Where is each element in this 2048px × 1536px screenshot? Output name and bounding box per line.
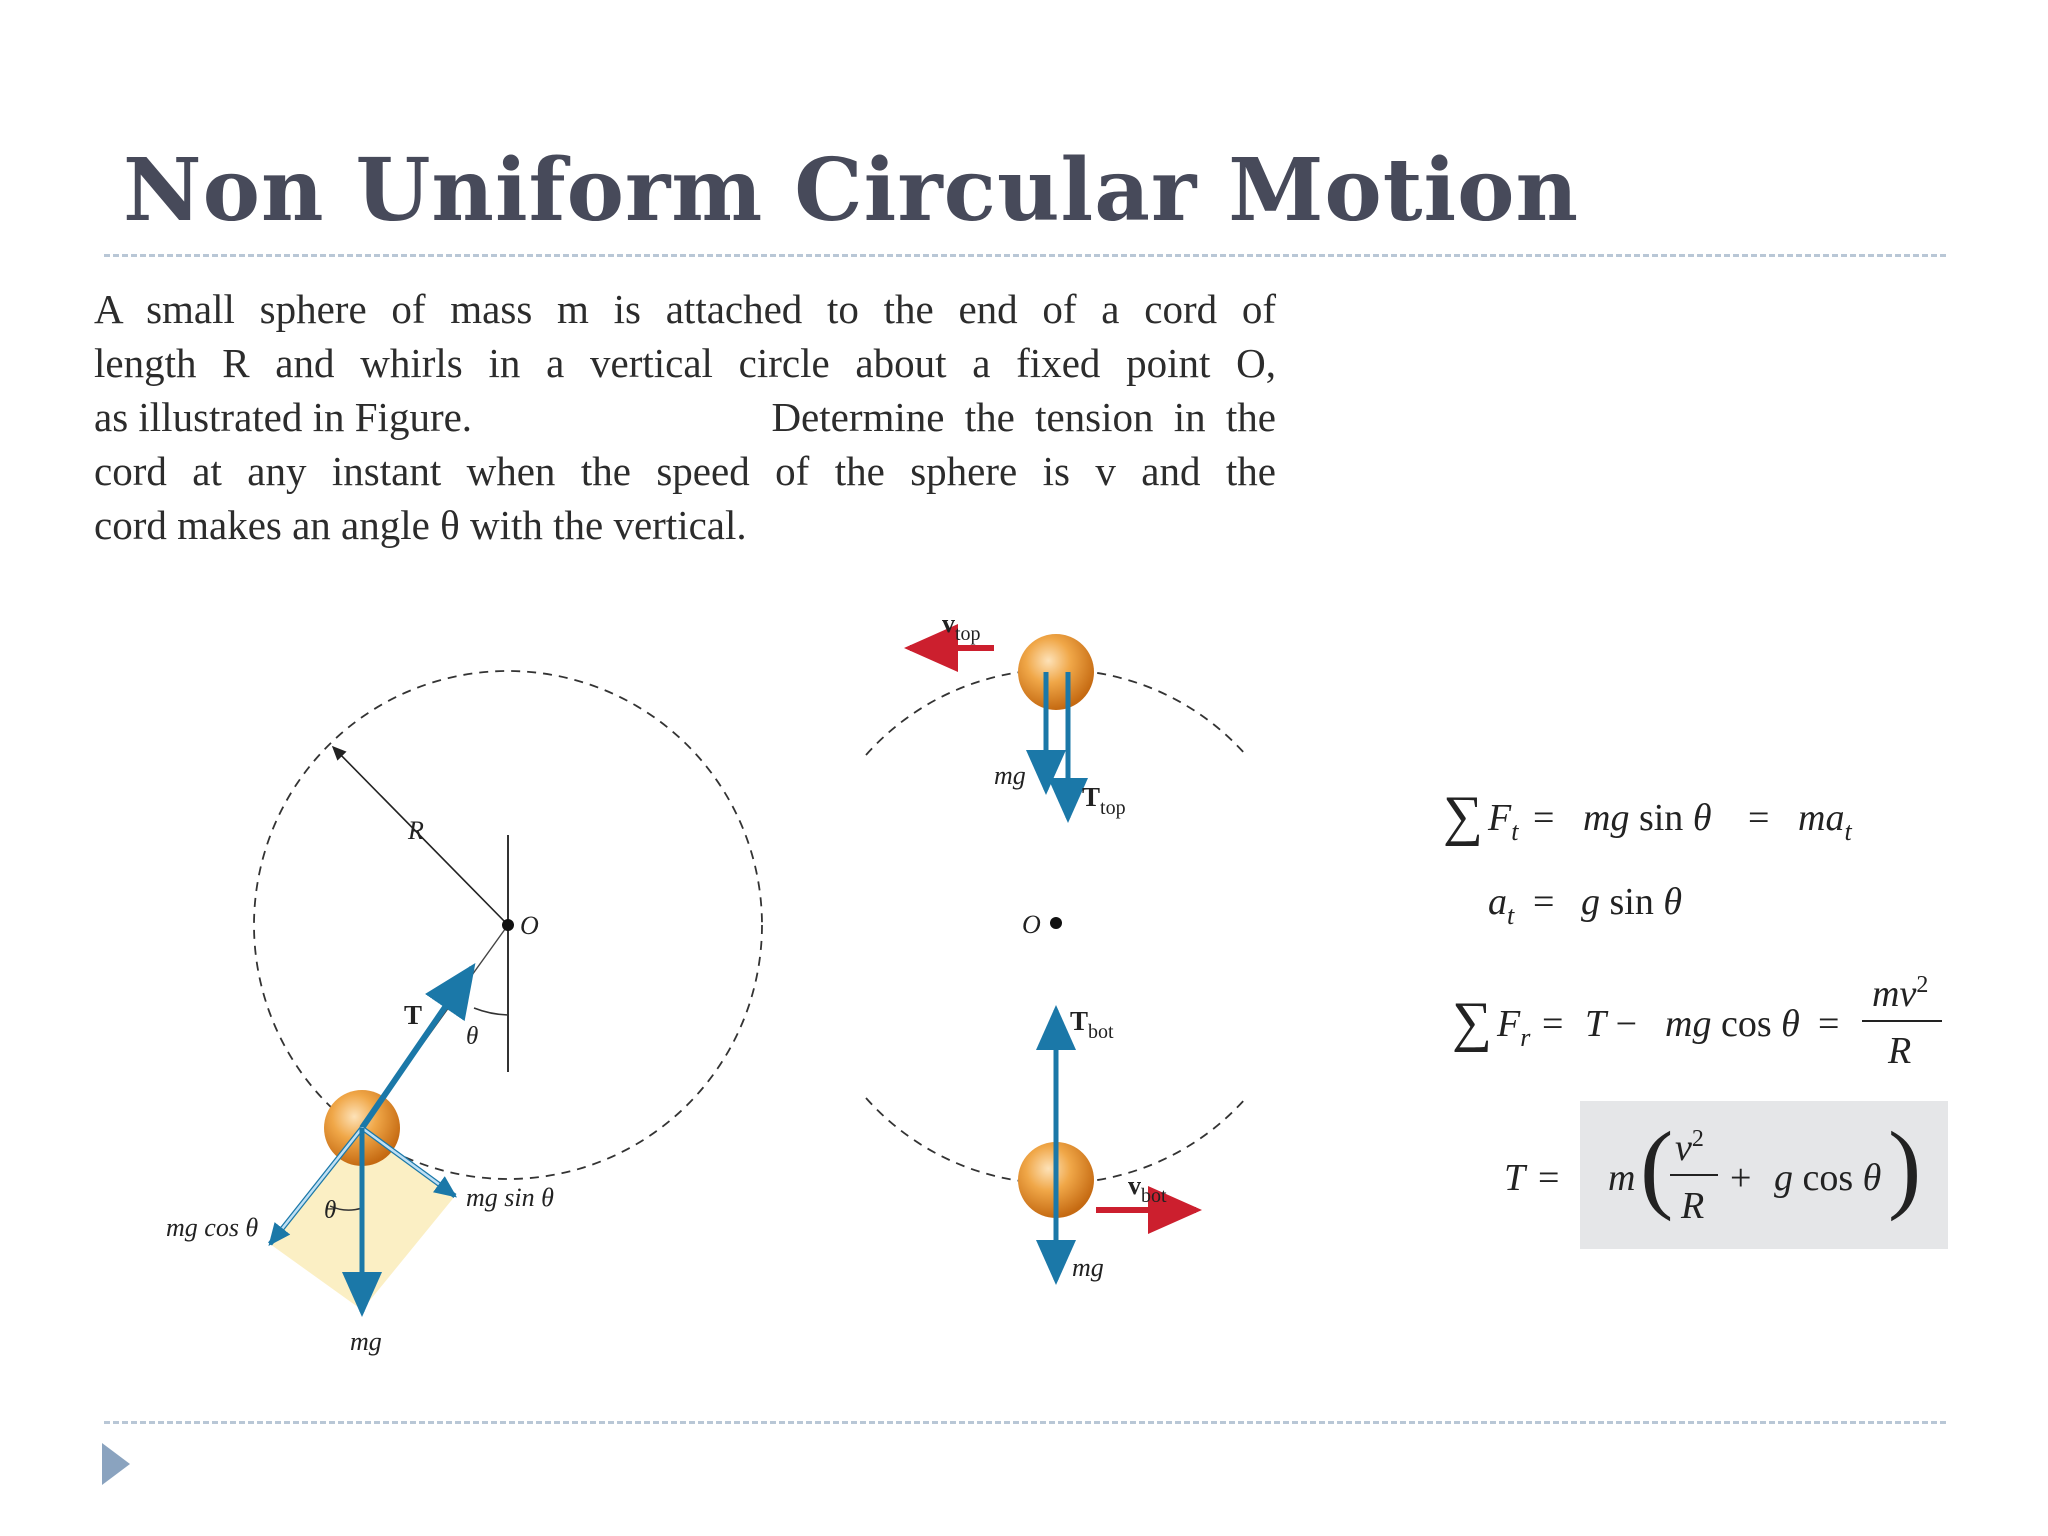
equation-4: T = m ( v2 R + g cos θ ) (1504, 1111, 1921, 1227)
svg-text:=: = (1533, 881, 1554, 923)
label-mg-top: mg (994, 761, 1026, 790)
svg-text:+: + (1730, 1157, 1751, 1199)
svg-text:∑: ∑ (1452, 991, 1492, 1053)
left-figure: R O T θ θ mg cos θ mg sin θ mg (166, 670, 763, 1356)
label-theta-bottom: θ (324, 1197, 336, 1224)
label-O-left: O (520, 911, 539, 940)
svg-text:mat: mat (1798, 797, 1852, 846)
radius-arrow (331, 745, 509, 926)
label-mg-bottom: mg (1072, 1253, 1104, 1282)
svg-text:mg cos θ: mg cos θ (1665, 1003, 1800, 1045)
svg-text:=: = (1748, 797, 1769, 839)
svg-text:R: R (1887, 1030, 1911, 1072)
svg-text:T −: T − (1585, 1003, 1637, 1045)
statement-line-3: as illustrated in Figure. Determine the … (94, 390, 1276, 444)
label-vbot: vbot (1128, 1171, 1167, 1207)
equation-2: at = g sin θ (1488, 881, 1682, 930)
svg-text:=: = (1818, 1003, 1839, 1045)
statement-line-3-left: as illustrated in Figure. (94, 394, 473, 440)
tension-vector (359, 963, 476, 1130)
label-mg-left: mg (350, 1327, 382, 1356)
svg-text:v2: v2 (1675, 1126, 1704, 1169)
svg-text:m: m (1608, 1157, 1635, 1199)
statement-line-2: length R and whirls in a vertical circle… (94, 340, 1276, 386)
equation-3: ∑ Fr = T − mg cos θ = mv2 R (1452, 972, 1942, 1072)
svg-text:T: T (1504, 1157, 1528, 1199)
svg-text:(: ( (1640, 1111, 1673, 1222)
svg-text:): ) (1888, 1111, 1921, 1222)
statement-line-3-right: Determine the tension in the (771, 394, 1276, 440)
mgcos-vector (268, 1127, 363, 1246)
label-mgcos: mg cos θ (166, 1213, 258, 1242)
slide-title: Non Uniform Circular Motion (123, 140, 1580, 241)
svg-text:g sin θ: g sin θ (1581, 881, 1682, 923)
tension-result-box (1580, 1101, 1948, 1249)
equation-1: ∑ Ft = mg sin θ = mat (1443, 785, 1852, 847)
problem-statement: A small sphere of mass m is attached to … (94, 282, 1276, 552)
svg-text:=: = (1533, 797, 1554, 839)
footer-divider (104, 1421, 1946, 1424)
label-Ttop: Ttop (1082, 782, 1126, 819)
mgsin-vector (361, 1126, 458, 1198)
label-vtop: vtop (942, 609, 981, 645)
right-figure: vtop mg Ttop O Tbot vbot mg (865, 609, 1247, 1285)
title-divider (104, 254, 1946, 257)
label-theta-top: θ (466, 1023, 478, 1050)
center-point-O (1050, 917, 1062, 929)
vertical-circle-path (253, 670, 763, 1180)
svg-text:=: = (1538, 1157, 1559, 1199)
label-Tbot: Tbot (1070, 1006, 1114, 1043)
equations: ∑ Ft = mg sin θ = mat at = g sin θ ∑ Fr … (1443, 785, 1942, 1072)
label-O-right: O (1022, 910, 1041, 939)
svg-text:g cos θ: g cos θ (1774, 1157, 1881, 1199)
sigma-symbol: ∑ (1443, 785, 1483, 847)
svg-text:=: = (1542, 1003, 1563, 1045)
label-mgsin: mg sin θ (466, 1183, 554, 1212)
label-T: T (404, 1000, 422, 1030)
statement-line-1: A small sphere of mass m is attached to … (94, 286, 1276, 332)
statement-line-5: cord makes an angle θ with the vertical. (94, 502, 747, 548)
label-R: R (407, 816, 424, 845)
statement-line-4: cord at any instant when the speed of th… (94, 448, 1276, 494)
svg-text:mg sin θ: mg sin θ (1583, 797, 1711, 839)
svg-text:R: R (1680, 1185, 1704, 1227)
pivot-point-O (502, 919, 514, 931)
sphere-top (1018, 634, 1094, 710)
next-slide-icon[interactable] (102, 1443, 130, 1485)
